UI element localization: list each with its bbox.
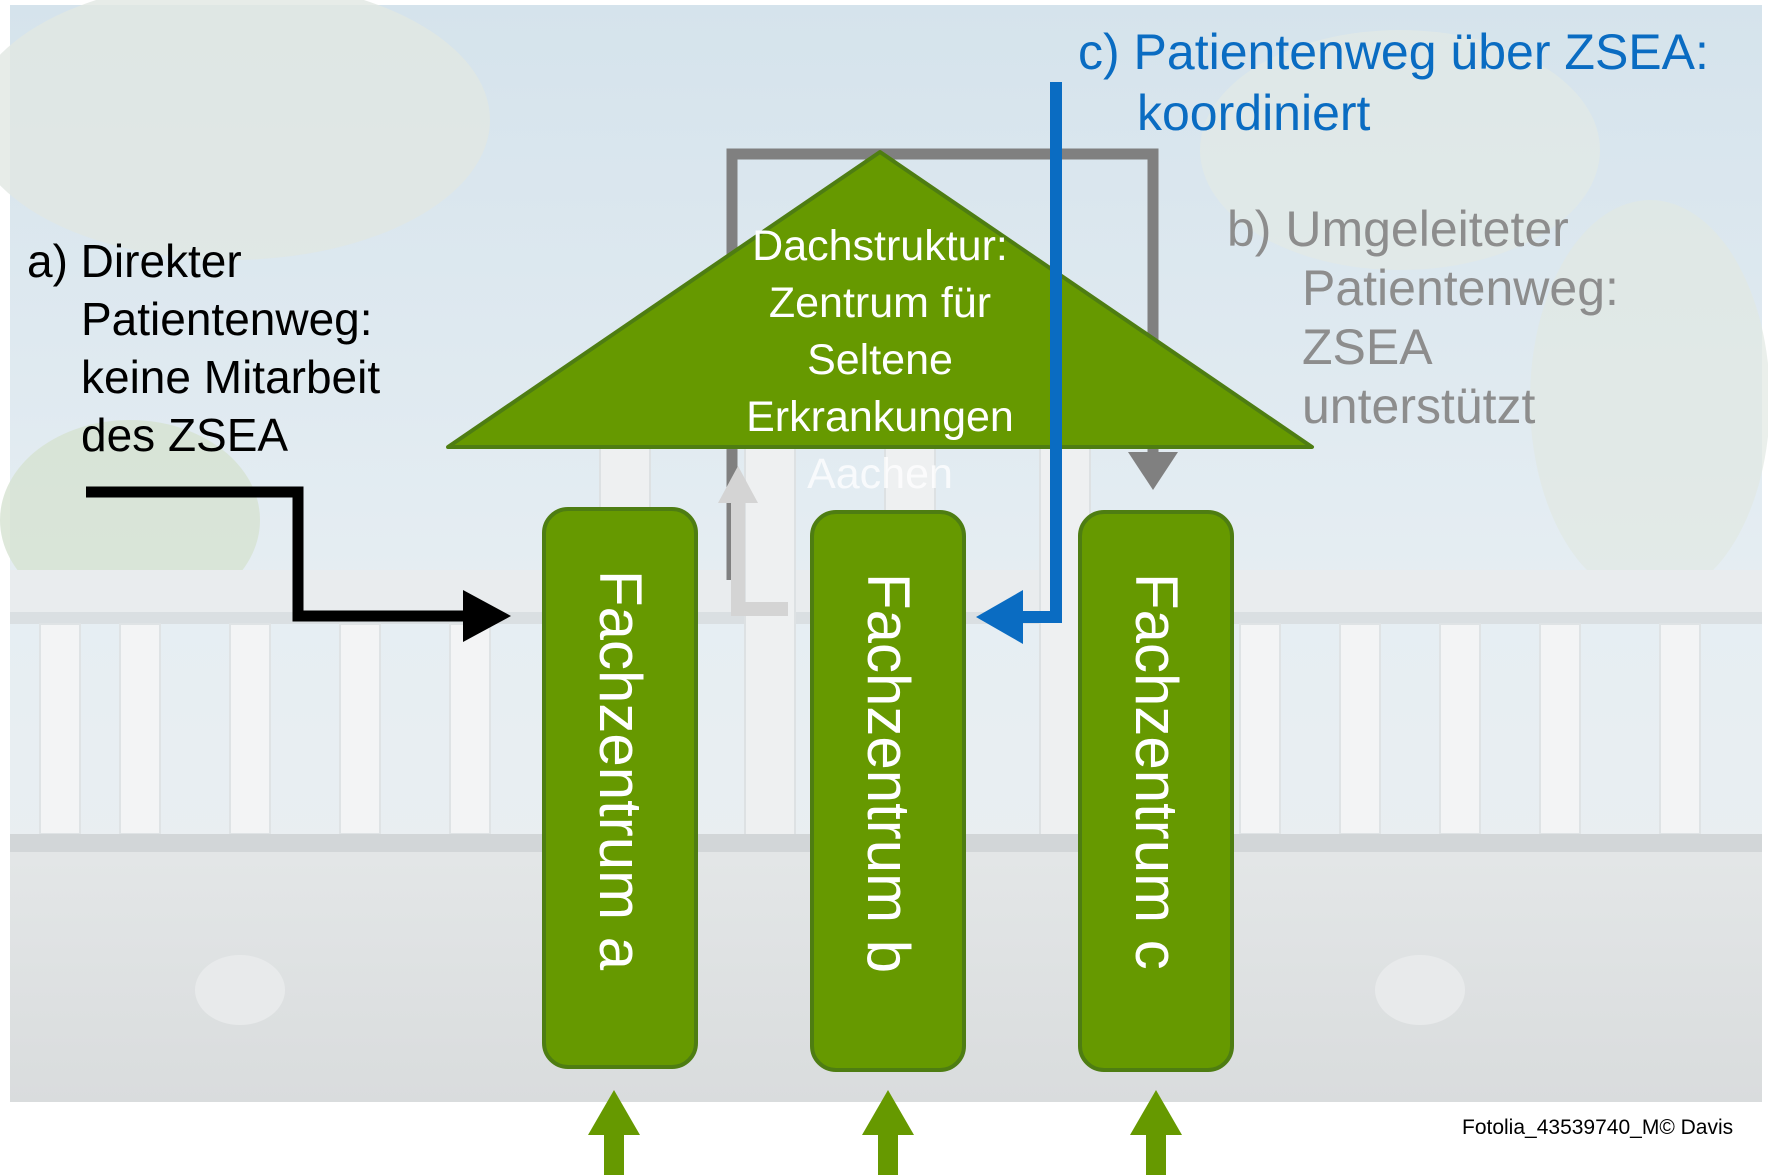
arrow-icon bbox=[1128, 452, 1178, 490]
arrow-icon bbox=[1130, 1090, 1182, 1135]
roof-line1: Dachstruktur: bbox=[752, 222, 1008, 270]
arrow-icon bbox=[862, 1090, 914, 1135]
label-c-line1: c) Patientenweg über ZSEA: bbox=[1078, 24, 1709, 80]
return-arrow-line bbox=[731, 500, 788, 616]
input-arrows bbox=[588, 1090, 1182, 1175]
label-a-line3: keine Mitarbeit bbox=[81, 351, 381, 403]
label-a-line4: des ZSEA bbox=[81, 409, 289, 461]
roof-label: Dachstruktur: Zentrum für Seltene Erkran… bbox=[710, 218, 1050, 503]
label-c-line2: koordiniert bbox=[1137, 85, 1371, 141]
roof-triangle bbox=[446, 150, 1314, 449]
pillar-b-box bbox=[810, 510, 966, 1072]
label-coordinated-path: c) Patientenweg über ZSEA: koordiniert bbox=[1078, 22, 1709, 144]
pillar-c-label: Fachzentrum c bbox=[1123, 573, 1190, 970]
pillar-b-label: Fachzentrum b bbox=[855, 573, 922, 974]
pillar-a-box bbox=[542, 507, 698, 1069]
arrow-icon bbox=[718, 466, 758, 503]
arrow-icon bbox=[588, 1090, 640, 1135]
path-c-line bbox=[1020, 82, 1062, 623]
label-b-line2: Patientenweg: bbox=[1302, 260, 1619, 316]
label-b-line3: ZSEA bbox=[1302, 319, 1433, 375]
roof-line4: Erkrankungen bbox=[746, 393, 1014, 441]
arrow-icon bbox=[976, 590, 1023, 644]
path-a-line bbox=[86, 486, 465, 622]
label-a-line2: Patientenweg: bbox=[81, 293, 373, 345]
label-b-line4: unterstützt bbox=[1302, 378, 1536, 434]
roof-line2: Zentrum für bbox=[768, 279, 992, 327]
photo-credit: Fotolia_43539740_M© Davis bbox=[1462, 1116, 1734, 1139]
label-a-line1: a) Direkter bbox=[27, 235, 242, 287]
label-redirected-path: b) Umgeleiteter Patientenweg: ZSEA unter… bbox=[1227, 200, 1619, 436]
label-direct-path: a) Direkter Patientenweg: keine Mitarbei… bbox=[27, 232, 380, 464]
label-b-line1: b) Umgeleiteter bbox=[1227, 201, 1569, 257]
pillar-a-label: Fachzentrum a bbox=[587, 570, 654, 971]
roof-line3: Seltene bbox=[807, 336, 953, 384]
arrow-icon bbox=[463, 590, 511, 642]
roof-line5: Aachen bbox=[807, 450, 953, 498]
pillar-c-box bbox=[1078, 510, 1234, 1072]
